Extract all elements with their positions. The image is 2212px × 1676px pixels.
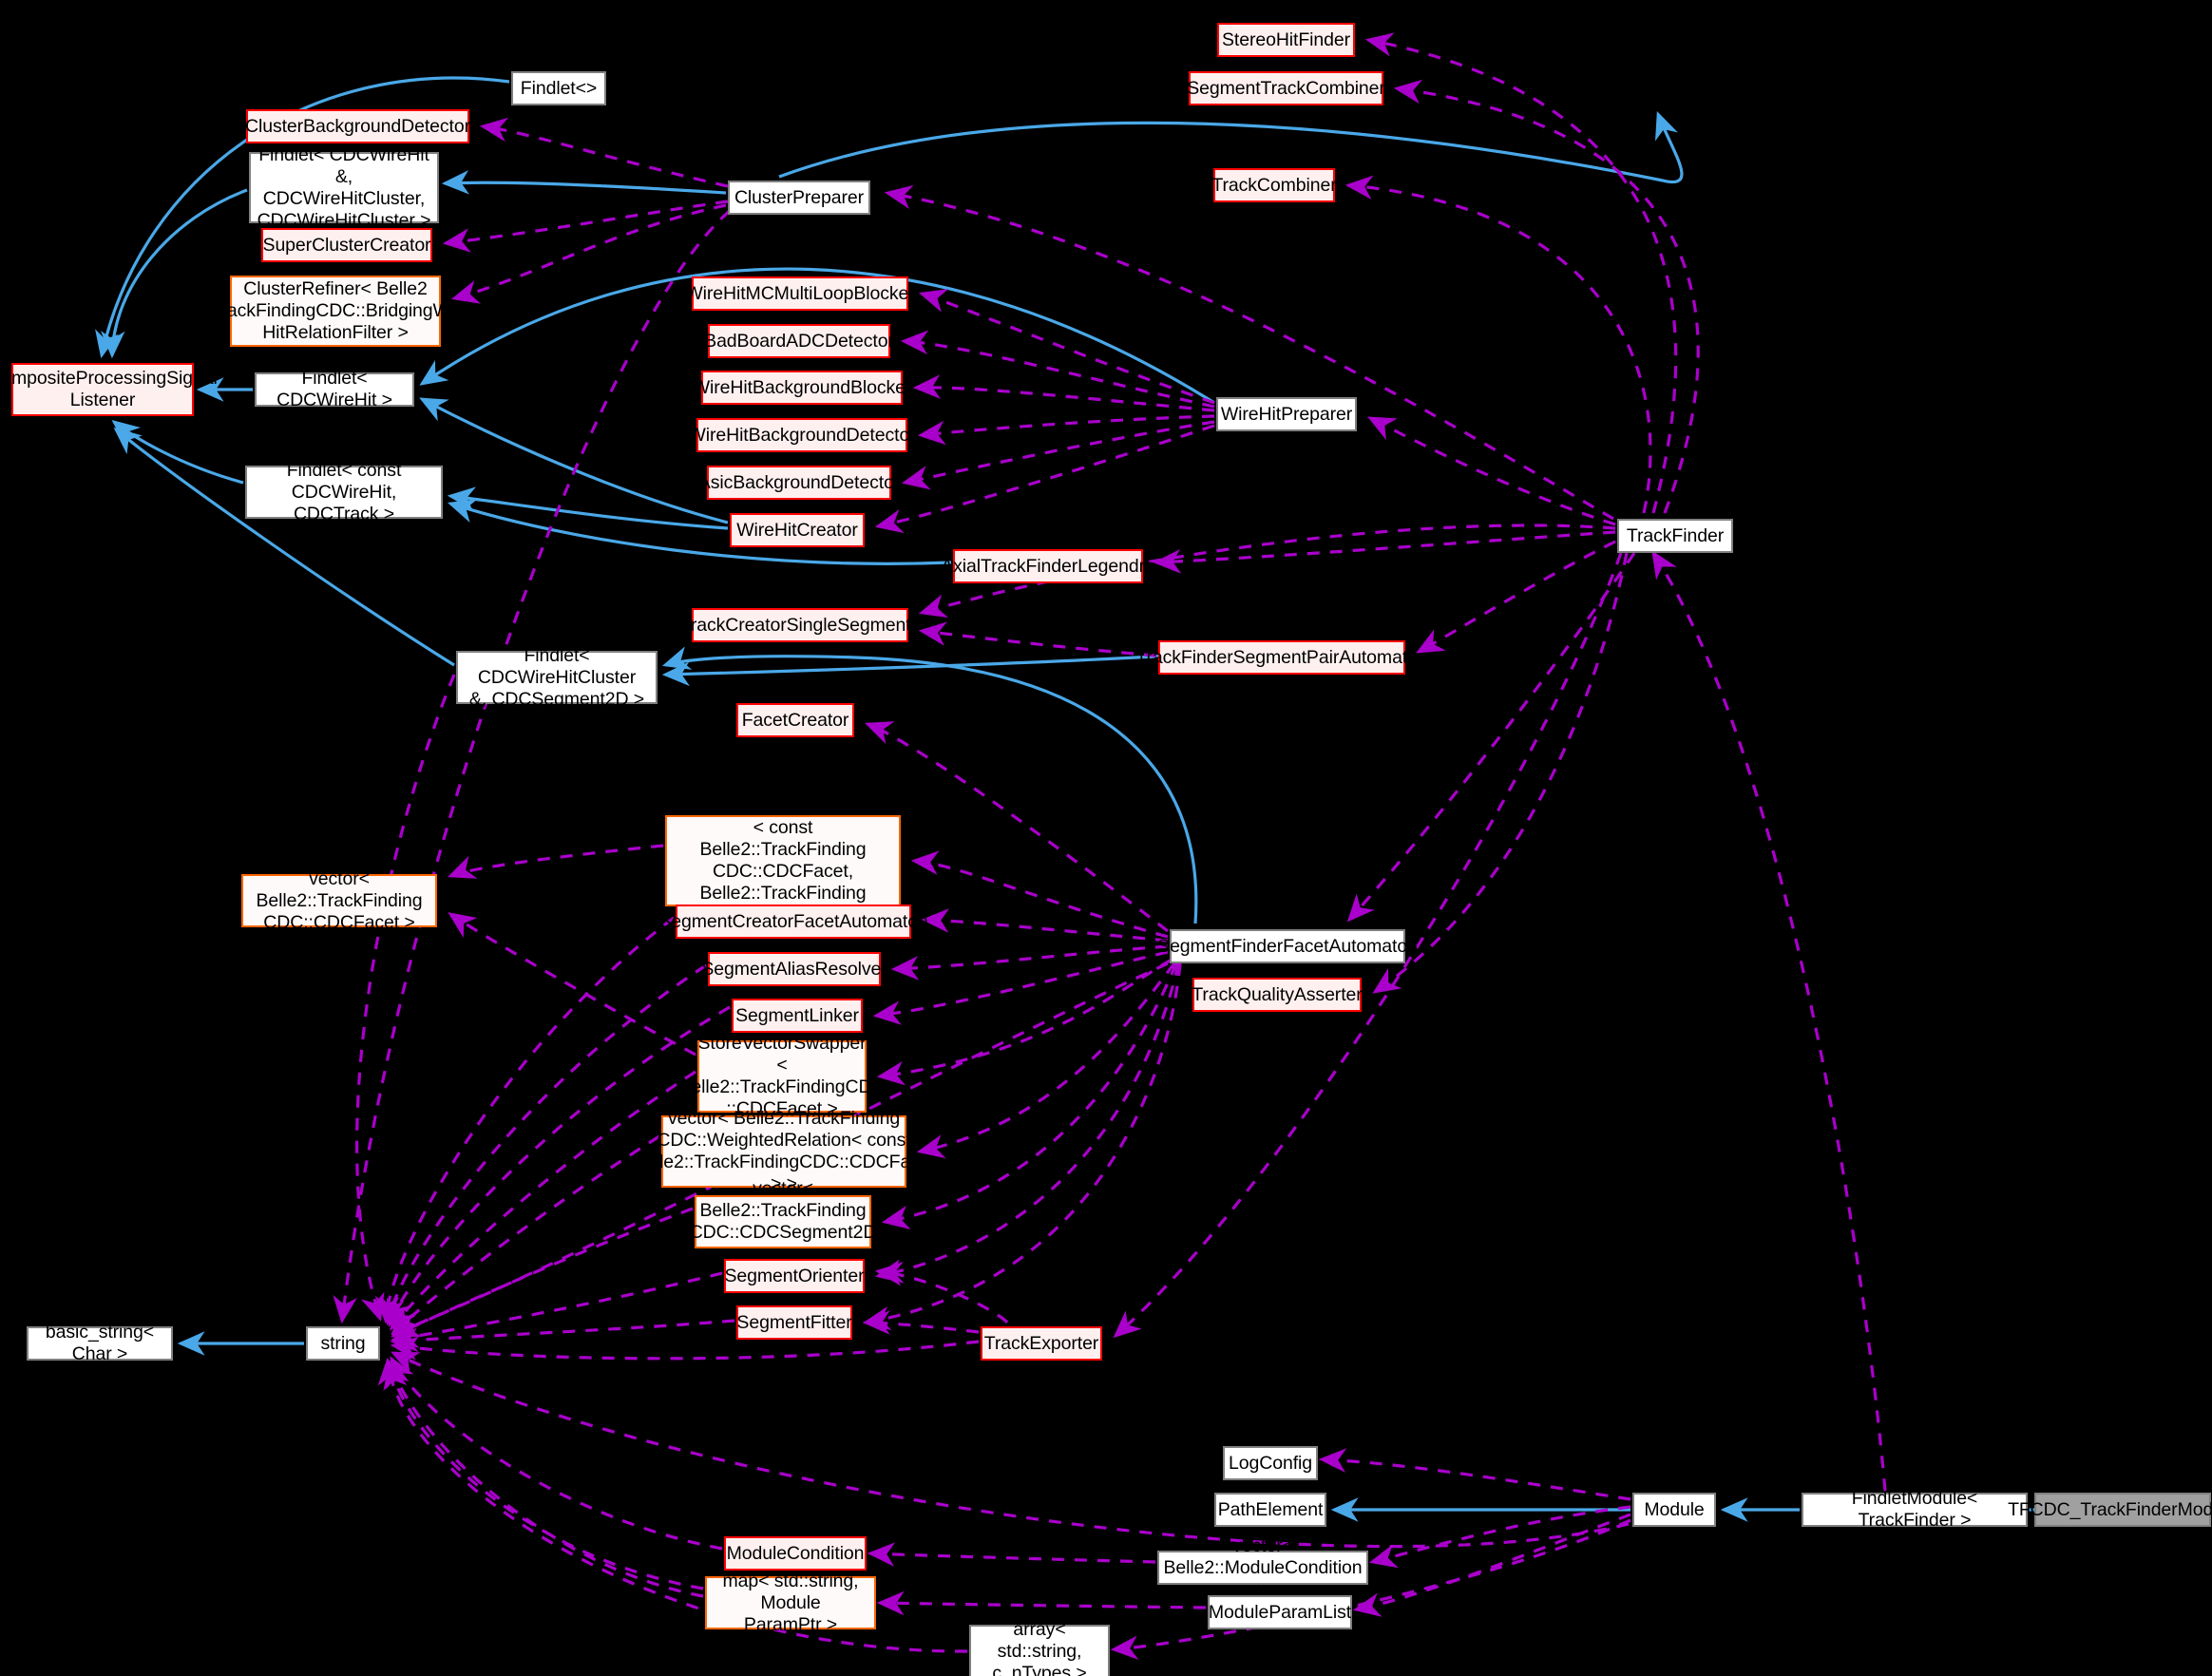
graph-node-map_moduleparamptr[interactable]: map< std::string, Module ParamPtr > <box>705 1571 876 1635</box>
graph-node-wirehitmcmultiloop[interactable]: WireHitMCMultiLoopBlocker <box>685 276 915 311</box>
graph-node-tfcdc_trackfindermodule[interactable]: TFCDC_TrackFinderModule <box>2008 1493 2212 1527</box>
graph-node-clusterbackgrounddetector[interactable]: ClusterBackgroundDetector <box>245 109 470 143</box>
graph-node-facetcreator[interactable]: FacetCreator <box>736 703 854 737</box>
graph-node-wirehitbackgroundblocker[interactable]: WireHitBackgroundBlocker <box>693 371 911 405</box>
graph-node-trackcombiner[interactable]: TrackCombiner <box>1211 168 1337 202</box>
graph-node-clusterpreparer[interactable]: ClusterPreparer <box>728 181 870 215</box>
graph-node-segmentcreatorfacet[interactable]: SegmentCreatorFacetAutomaton <box>658 905 928 939</box>
usage-edges <box>333 32 1887 1661</box>
graph-node-vector_weightedrelation[interactable]: vector< Belle2::TrackFinding CDC::Weight… <box>633 1108 935 1194</box>
graph-node-weightedrelationcreator[interactable]: WeightedRelationCreator < const Belle2::… <box>665 795 901 925</box>
graph-node-findletmodule[interactable]: FindletModule< TrackFinder > <box>1802 1488 2028 1531</box>
graph-node-stereohitfinder[interactable]: StereoHitFinder <box>1217 23 1355 57</box>
graph-node-segmentorienter[interactable]: SegmentOrienter <box>724 1259 865 1293</box>
graph-node-findlet_empty[interactable]: Findlet<> <box>511 71 606 105</box>
graph-node-string[interactable]: string <box>306 1326 380 1361</box>
graph-node-basic_string[interactable]: basic_string< Char > <box>27 1322 173 1364</box>
graph-node-findlet_wirehitcluster[interactable]: Findlet< CDCWireHit &, CDCWireHitCluster… <box>249 144 439 231</box>
graph-node-vector_segment2d[interactable]: vector< Belle2::TrackFinding CDC::CDCSeg… <box>689 1178 877 1265</box>
graph-node-storevectorswapper[interactable]: StoreVectorSwapper < Belle2::TrackFindin… <box>678 1033 886 1119</box>
graph-node-wirehitcreator[interactable]: WireHitCreator <box>730 513 865 547</box>
graph-node-pathelement[interactable]: PathElement <box>1214 1493 1326 1527</box>
graph-node-findlet_cdcwirehit[interactable]: Findlet< CDCWireHit > <box>255 368 414 410</box>
graph-node-trackfindersegmentpair[interactable]: TrackFinderSegmentPairAutomaton <box>1135 640 1428 675</box>
graph-node-wirehitbackgrounddetector[interactable]: WireHitBackgroundDetector <box>688 418 916 452</box>
graph-node-wirehitpreparer[interactable]: WireHitPreparer <box>1216 397 1357 431</box>
graph-node-superclustercreator[interactable]: SuperClusterCreator <box>261 228 432 262</box>
graph-node-trackexporter[interactable]: TrackExporter <box>981 1326 1102 1361</box>
graph-node-module[interactable]: Module <box>1632 1493 1716 1527</box>
graph-node-array_string_nTypes[interactable]: array< std::string, c_nTypes > <box>969 1619 1110 1676</box>
graph-node-segmenttrackcombiner[interactable]: SegmentTrackCombiner <box>1187 71 1385 105</box>
graph-node-findlet_clustersegment[interactable]: Findlet< CDCWireHitCluster &, CDCSegment… <box>456 645 658 710</box>
graph-node-trackcreatorsinglesegments[interactable]: TrackCreatorSingleSegments <box>680 608 920 642</box>
graph-node-badboardadcdetector[interactable]: BadBoardADCDetector <box>704 324 894 358</box>
graph-node-segmentfinderfacet[interactable]: SegmentFinderFacetAutomaton <box>1157 929 1418 963</box>
graph-node-segmentaliasresolver[interactable]: SegmentAliasResolver <box>701 952 887 986</box>
graph-node-trackfinder[interactable]: TrackFinder <box>1617 519 1733 553</box>
graph-node-clusterrefiner[interactable]: ClusterRefiner< Belle2 ::TrackFindingCDC… <box>200 276 470 347</box>
graph-node-axialtrackfinderlegendre[interactable]: AxialTrackFinderLegendre <box>941 549 1155 583</box>
graph-node-segmentfitter[interactable]: SegmentFitter <box>736 1305 852 1340</box>
graph-node-vector_cdcfacet_left[interactable]: vector< Belle2::TrackFinding CDC::CDCFac… <box>241 868 437 933</box>
graph-node-compositeprocessing[interactable]: CompositeProcessingSignal Listener <box>0 363 218 416</box>
graph-node-findlet_const_wirehit[interactable]: Findlet< const CDCWireHit, CDCTrack > <box>245 460 443 524</box>
graph-node-modulecondition[interactable]: ModuleCondition <box>724 1536 867 1571</box>
graph-node-logconfig[interactable]: LogConfig <box>1223 1446 1318 1480</box>
graph-node-asicbackgrounddetector[interactable]: AsicBackgroundDetector <box>698 466 900 500</box>
graph-node-trackqualityasserter[interactable]: TrackQualityAsserter <box>1192 978 1363 1012</box>
graph-node-vector_modulecondition[interactable]: vector< Belle2::ModuleCondition > <box>1157 1535 1368 1600</box>
graph-node-moduleparamlist[interactable]: ModuleParamList <box>1208 1595 1352 1629</box>
graph-node-segmentlinker[interactable]: SegmentLinker <box>732 999 863 1033</box>
